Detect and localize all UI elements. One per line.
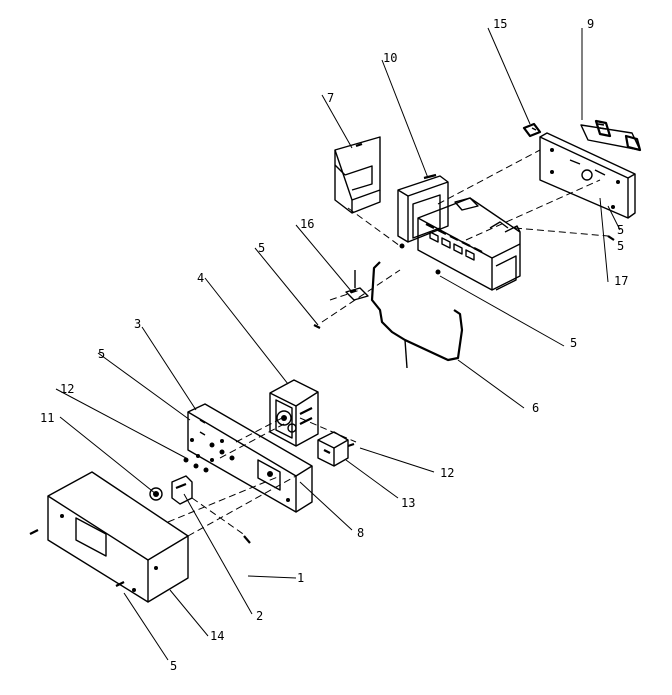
ice-maker-mold bbox=[417, 197, 521, 291]
part-13-switch bbox=[317, 431, 349, 467]
part-7-shroud bbox=[334, 136, 381, 214]
part-6-wire-harness bbox=[370, 261, 464, 369]
callout-15: 15 bbox=[493, 17, 507, 31]
callout-12-a: 12 bbox=[60, 382, 74, 396]
callout-5-b: 5 bbox=[258, 241, 265, 255]
part-10-mold-cover bbox=[397, 173, 449, 249]
callout-7: 7 bbox=[327, 91, 334, 105]
leader-lines bbox=[55, 27, 621, 661]
part-9-bracket bbox=[580, 119, 642, 152]
callout-5-f: 5 bbox=[617, 239, 624, 253]
part-3-control-housing bbox=[187, 403, 313, 513]
callout-4: 4 bbox=[197, 271, 204, 285]
callout-14: 14 bbox=[210, 629, 224, 643]
part-17-mounting-plate bbox=[539, 132, 636, 219]
callout-5-a: 5 bbox=[98, 347, 105, 361]
callout-3: 3 bbox=[134, 317, 141, 331]
callout-10: 10 bbox=[383, 51, 397, 65]
screw-group bbox=[183, 454, 209, 473]
part-4-motor bbox=[269, 379, 319, 447]
part-2-bracket bbox=[171, 475, 193, 505]
callout-17: 17 bbox=[614, 274, 628, 288]
callout-8: 8 bbox=[357, 526, 364, 540]
callout-1: 1 bbox=[297, 571, 304, 585]
callout-5-e: 5 bbox=[170, 659, 177, 673]
part-16-bracket bbox=[345, 270, 369, 301]
part-15-clip bbox=[522, 122, 542, 138]
callout-2: 2 bbox=[256, 609, 263, 623]
callout-labels: 1 2 3 4 5 5 5 5 5 5 6 7 8 9 10 11 12 12 … bbox=[40, 17, 628, 673]
callout-13: 13 bbox=[401, 496, 415, 510]
callout-11: 11 bbox=[40, 411, 54, 425]
callout-5-d: 5 bbox=[617, 223, 624, 237]
part-14-front-cover bbox=[47, 471, 189, 603]
callout-6: 6 bbox=[532, 401, 539, 415]
loose-screws bbox=[29, 235, 615, 587]
assembly-lines bbox=[167, 149, 609, 537]
callout-12-b: 12 bbox=[440, 466, 454, 480]
callout-9: 9 bbox=[587, 17, 594, 31]
callout-16: 16 bbox=[300, 217, 314, 231]
callout-5-c: 5 bbox=[570, 336, 577, 350]
